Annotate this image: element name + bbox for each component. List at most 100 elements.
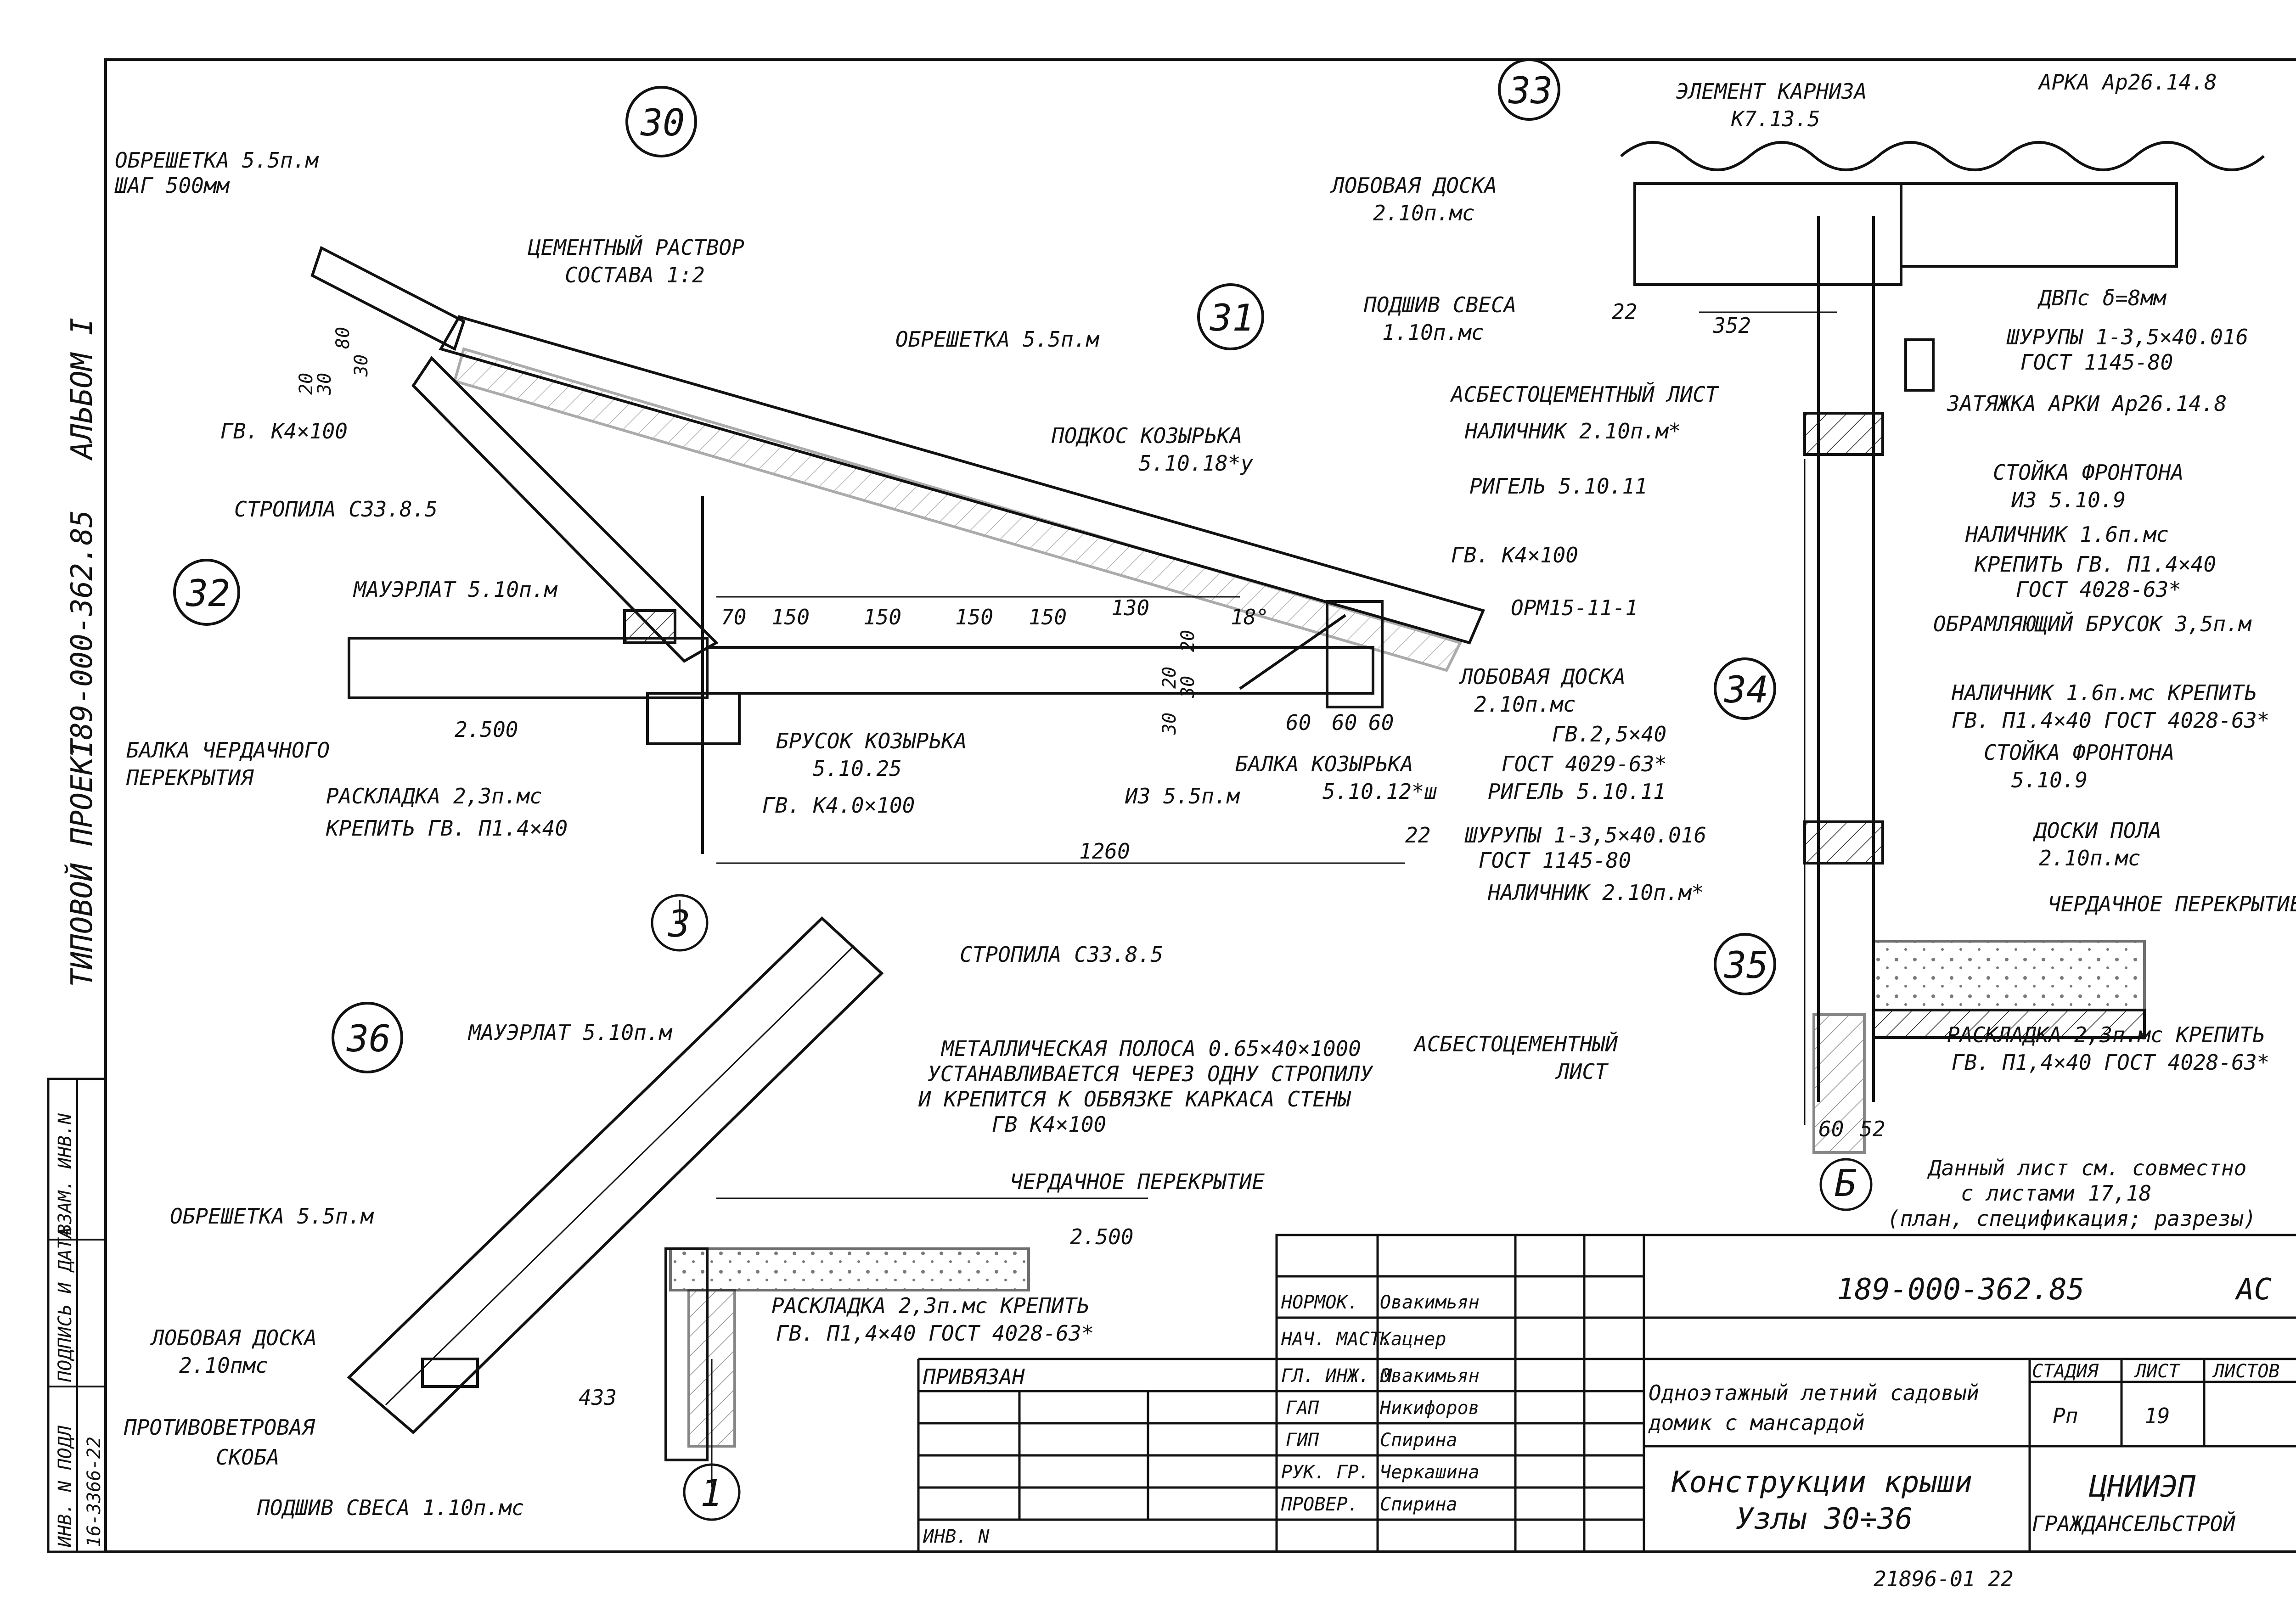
label-elev-mid: 2.500	[455, 717, 518, 742]
arch-beam	[1900, 182, 2178, 268]
name-0: Овакимьян	[1380, 1292, 1480, 1313]
label-gv-k4-left: ГВ. К4×100	[220, 419, 348, 444]
label-cement: ЦЕМЕНТНЫЙ РАСТВОР	[528, 235, 744, 260]
dim-352: 352	[1712, 313, 1751, 338]
node-32: 32	[186, 572, 230, 615]
label-nalichnik16b-2: ГВ. П1.4×40 ГОСТ 4028-63*	[1952, 708, 2269, 733]
label-lobovaya-mid-code: 2.10п.мс	[1474, 692, 1576, 717]
label-brusok-code: 5.10.25	[813, 756, 902, 781]
name-2: Овакимьян	[1380, 1365, 1480, 1387]
title-footer: 21896-01 22	[1874, 1566, 2014, 1591]
brusok	[646, 692, 741, 745]
title-org1: ЦНИИЭП	[2088, 1470, 2196, 1504]
label-elem-code: К7.13.5	[1731, 107, 1820, 131]
label-dvp: ДВПс δ=8мм	[2037, 286, 2167, 310]
role-0: НОРМОК.	[1281, 1292, 1359, 1313]
dim-150d: 150	[1029, 605, 1067, 629]
rigel-upper	[1803, 412, 1884, 456]
label-gost-top: ГОСТ 1145-80	[2020, 350, 2173, 375]
title-doc-code: 189-000-362.85	[1837, 1273, 2084, 1307]
label-brusok: БРУСОК КОЗЫРЬКА	[776, 729, 967, 753]
label-shag: ШАГ 500мм	[114, 173, 230, 198]
detail-30-32	[310, 246, 1486, 923]
label-shurupy-top: ШУРУПЫ 1-3,5×40.016	[2006, 325, 2248, 349]
dim-v30b: 30	[1159, 713, 1180, 735]
label-podshiv-bot: ПОДШИВ СВЕСА 1.10п.мс	[257, 1495, 524, 1520]
label-krepit-16: КРЕПИТЬ ГВ. П1.4×40	[1974, 552, 2216, 577]
name-3: Никифоров	[1379, 1398, 1480, 1419]
dim-130: 130	[1111, 595, 1149, 620]
axis-1-circle	[683, 1463, 741, 1521]
asbest-sheet-lower	[1812, 1013, 1866, 1154]
dim-v30a: 30	[1177, 676, 1199, 698]
note-line2: с листами 17,18	[1961, 1181, 2151, 1206]
label-nalichnik-low: НАЛИЧНИК 2.10п.м*	[1487, 880, 1704, 905]
dim-150b: 150	[863, 605, 901, 629]
label-gost-low: ГОСТ 1145-80	[1479, 848, 1631, 873]
signatures-table: НОРМОК. НАЧ. МАСТ. ГЛ. ИНЖ. М ГАП ГИП РУ…	[1281, 1292, 1480, 1515]
dim-60b: 60	[1332, 710, 1357, 735]
label-angle18: 18°	[1231, 605, 1269, 629]
dim-60a: 60	[1286, 710, 1311, 735]
name-6: Спирина	[1380, 1494, 1458, 1515]
label-raskladka-bot: РАСКЛАДКА 2,3п.мс КРЕПИТЬ	[771, 1293, 1089, 1318]
label-balka-cherd2: ПЕРЕКРЫТИЯ	[126, 765, 254, 790]
label-stoyka-top-code: ИЗ 5.10.9	[2011, 488, 2126, 512]
label-cement2: СОСТАВА 1:2	[565, 263, 705, 287]
label-stoyka-low: СТОЙКА ФРОНТОНА	[1984, 740, 2174, 765]
inv-value: 16-3366-22	[84, 1437, 105, 1547]
node-35: 35	[1724, 944, 1768, 987]
role-4: ГИП	[1286, 1430, 1319, 1451]
project-type-side: ТИПОВОЙ ПРОЕКТ	[64, 738, 99, 987]
node-34: 34	[1724, 668, 1768, 711]
side-stamp: АЛЬБОМ I 189-000-362.85 ТИПОВОЙ ПРОЕКТ И…	[47, 318, 107, 1553]
dim-1260: 1260	[1079, 839, 1130, 864]
node-35-circle	[1714, 933, 1776, 995]
attic-slab-36	[669, 1247, 1030, 1291]
dim-30-80: 80	[332, 327, 354, 349]
label-obreshetka-pm: ОБРЕШЕТКА 5.5п.м	[115, 148, 319, 173]
label-arka: АРКА Ар26.14.8	[2037, 70, 2217, 95]
dim-150c: 150	[955, 605, 993, 629]
label-nalichnik-top: НАЛИЧНИК 2.10п.м*	[1464, 419, 1681, 444]
title-object2: домик с мансардой	[1648, 1410, 1865, 1435]
ceiling-beam	[348, 637, 709, 699]
role-1: НАЧ. МАСТ.	[1281, 1329, 1392, 1350]
label-stoyka-top: СТОЙКА ФРОНТОНА	[1993, 460, 2183, 485]
label-raskladka-right2: ГВ. П1,4×40 ГОСТ 4028-63*	[1952, 1050, 2269, 1075]
dim-30-30: 30	[314, 373, 335, 395]
label-gv-k40: ГВ. К4.0×100	[762, 793, 915, 818]
fascia-36	[421, 1358, 479, 1388]
label-metal4: ГВ К4×100	[992, 1112, 1106, 1137]
role-2: ГЛ. ИНЖ. М	[1281, 1365, 1393, 1387]
label-mauerlat-bot: МАУЭРЛАТ 5.10п.м	[467, 1020, 672, 1045]
role-5: РУК. ГР.	[1281, 1462, 1370, 1483]
rigel-lower	[1803, 820, 1884, 865]
label-balka-koz: БАЛКА КОЗЫРЬКА	[1235, 752, 1413, 776]
title-object1: Одноэтажный летний садовый	[1649, 1381, 1979, 1405]
node-30-circle	[625, 86, 697, 157]
hdr-stage: СТАДИЯ	[2032, 1361, 2099, 1382]
label-shurupy-low: ШУРУПЫ 1-3,5×40.016	[1464, 823, 1706, 848]
note-line1: Данный лист см. совместно	[1927, 1156, 2246, 1180]
label-podshiv-top: ПОДШИВ СВЕСА	[1363, 292, 1516, 317]
label-lobovaya-top-code: 2.10п.мс	[1373, 201, 1475, 225]
label-stoyka-low-code: 5.10.9	[2011, 768, 2088, 792]
title-org2: ГРАЖДАНСЕЛЬСТРОЙ	[2032, 1511, 2235, 1536]
dim-433: 433	[579, 1385, 617, 1410]
label-raskladka-right: РАСКЛАДКА 2,3п.мс КРЕПИТЬ	[1947, 1022, 2265, 1047]
name-4: Спирина	[1380, 1430, 1458, 1451]
node-32-circle	[173, 559, 240, 626]
label-lobovaya-mid: ЛОБОВАЯ ДОСКА	[1458, 664, 1626, 689]
label-asbest-top: АСБЕСТОЦЕМЕНТНЫЙ ЛИСТ	[1450, 382, 1719, 407]
label-cherd-right: ЧЕРДАЧНОЕ ПЕРЕКРЫТИЕ	[2048, 892, 2296, 916]
label-stropila-left: СТРОПИЛА С33.8.5	[234, 497, 438, 522]
dim-60c: 60	[1368, 710, 1394, 735]
node-31-circle	[1197, 283, 1264, 350]
label-obreshetka-top: ОБРЕШЕТКА 5.5п.м	[895, 327, 1099, 352]
label-zatyazhka: ЗАТЯЖКА АРКИ Ар26.14.8	[1947, 391, 2227, 416]
label-raskladka-mid: РАСКЛАДКА 2,3п.мс	[326, 784, 542, 808]
node-30: 30	[640, 101, 685, 144]
project-code-side: 189-000-362.85	[65, 510, 99, 758]
